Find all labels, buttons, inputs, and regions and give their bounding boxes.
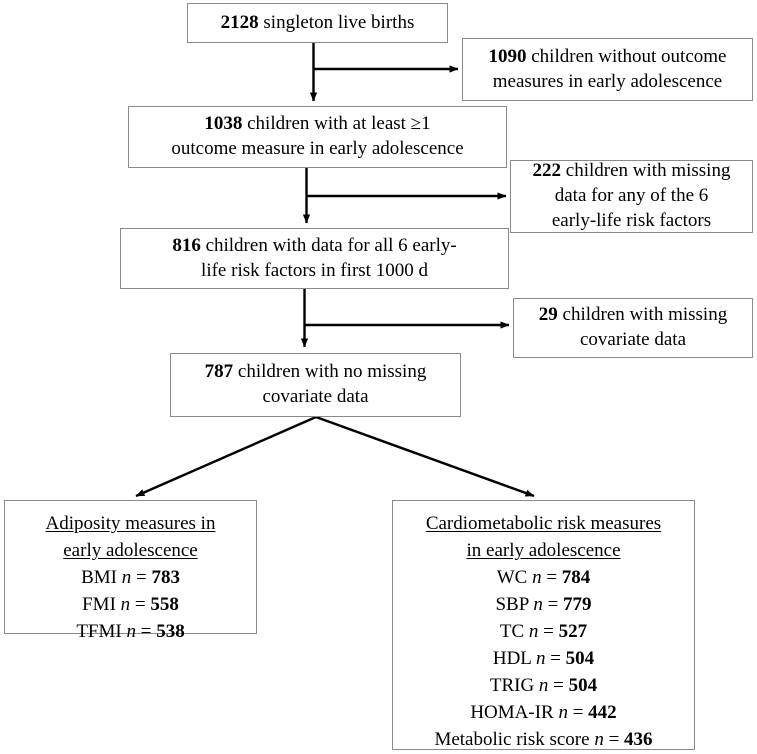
measure-label: Metabolic risk score — [434, 728, 590, 750]
cardiometabolic-heading-line-2: in early adolescence — [466, 539, 621, 561]
node-adiposity-measures: Adiposity measures in early adolescence … — [4, 500, 257, 642]
measure-label: HOMA-IR — [470, 701, 554, 723]
cardiometabolic-measure-row: TRIG n = 504 — [490, 673, 597, 700]
equals-sign: = — [541, 566, 562, 588]
node-text-line-2: covariate data — [262, 386, 369, 407]
count-value: 29 — [538, 304, 558, 326]
equals-sign: = — [538, 620, 559, 642]
count-label: children with missing — [561, 160, 731, 182]
count-label: children with at least ≥1 — [242, 113, 431, 135]
node-text-line-1: 29 children with missing — [539, 303, 727, 328]
node-children-missing-covariate: 29 children with missing covariate data — [513, 298, 753, 358]
measure-count: 442 — [588, 701, 617, 723]
node-text-line-2: covariate data — [579, 329, 686, 350]
edge-to-cardiometabolic-box — [315, 415, 535, 498]
node-children-all-risk-factors: 816 children with data for all 6 early- … — [120, 228, 509, 289]
measure-label: TFMI — [76, 620, 122, 642]
n-symbol: n — [535, 647, 546, 669]
n-symbol: n — [594, 728, 604, 750]
n-symbol: n — [126, 620, 136, 642]
count-label: children with no missing — [233, 361, 427, 383]
measure-count: 504 — [568, 674, 598, 696]
node-text-line-1: 222 children with missing — [533, 159, 731, 184]
node-children-no-missing-covariate: 787 children with no missing covariate d… — [170, 353, 461, 417]
adiposity-heading-line-2: early adolescence — [63, 539, 198, 561]
n-symbol: n — [121, 566, 132, 588]
count-value: 222 — [532, 160, 562, 182]
cardiometabolic-measure-row: SBP n = 779 — [495, 592, 591, 619]
measure-count: 784 — [561, 566, 591, 588]
count-value: 1038 — [204, 113, 243, 135]
adiposity-measure-row: BMI n = 783 — [81, 565, 180, 592]
n-symbol: n — [528, 620, 539, 642]
measure-count: 436 — [624, 728, 653, 750]
node-cardiometabolic-measures: Cardiometabolic risk measures in early a… — [392, 500, 695, 750]
measure-count: 504 — [565, 647, 595, 669]
node-singleton-live-births: 2128 singleton live births — [187, 3, 448, 43]
count-label: children with missing — [557, 304, 728, 326]
measure-count: 779 — [563, 593, 592, 615]
n-symbol: n — [558, 701, 568, 723]
count-value: 787 — [204, 361, 234, 383]
count-value: 816 — [172, 234, 201, 256]
equals-sign: = — [567, 701, 589, 723]
cardiometabolic-heading-line-1: Cardiometabolic risk measures — [425, 513, 662, 534]
cardiometabolic-measure-row: HDL n = 504 — [493, 646, 594, 673]
count-value: 2128 — [220, 11, 259, 33]
count-label: children with data for all 6 early- — [200, 234, 457, 256]
equals-sign: = — [130, 593, 151, 615]
node-text-line-2: data for any of the 6 — [554, 185, 709, 207]
equals-sign: = — [603, 728, 625, 750]
node-text-line-1: 1038 children with at least ≥1 — [204, 112, 430, 137]
node-text-line-1: 787 children with no missing — [205, 360, 427, 385]
cardiometabolic-measure-row: WC n = 784 — [497, 565, 591, 592]
n-symbol: n — [538, 674, 549, 696]
measure-label: TC — [499, 620, 525, 642]
count-label: children without outcome — [526, 45, 727, 67]
node-text-line-2: outcome measure in early adolescence — [171, 138, 464, 159]
n-symbol: n — [120, 593, 131, 615]
node-text: 2128 singleton live births — [221, 11, 415, 36]
measure-count: 527 — [558, 620, 588, 642]
count-value: 1090 — [488, 45, 527, 67]
measure-count: 783 — [151, 566, 180, 588]
equals-sign: = — [542, 593, 564, 615]
measure-count: 538 — [156, 620, 185, 642]
cardiometabolic-measure-row: TC n = 527 — [500, 619, 587, 646]
node-children-without-outcome: 1090 children without outcome measures i… — [462, 38, 753, 101]
node-children-missing-risk-factors: 222 children with missing data for any o… — [510, 160, 753, 233]
n-symbol: n — [533, 593, 543, 615]
adiposity-measure-row: FMI n = 558 — [82, 592, 179, 619]
cardiometabolic-measure-row: Metabolic risk score n = 436 — [434, 727, 652, 754]
node-text-line-1: 816 children with data for all 6 early- — [172, 234, 456, 259]
measure-label: HDL — [492, 647, 532, 669]
node-children-with-outcome: 1038 children with at least ≥1 outcome m… — [128, 106, 507, 168]
equals-sign: = — [548, 674, 569, 696]
n-symbol: n — [532, 566, 542, 588]
measure-count: 558 — [150, 593, 179, 615]
measure-label: SBP — [495, 593, 529, 615]
adiposity-heading-line-1: Adiposity measures in — [45, 513, 216, 534]
equals-sign: = — [545, 647, 566, 669]
node-text-line-3: early-life risk factors — [551, 209, 712, 231]
measure-label: TRIG — [489, 674, 535, 696]
measure-label: WC — [496, 566, 528, 588]
node-text-line-2: measures in early adolescence — [492, 70, 723, 92]
measure-label: BMI — [81, 566, 117, 588]
count-label: singleton live births — [258, 11, 415, 33]
edge-to-adiposity-box — [135, 415, 317, 498]
equals-sign: = — [135, 620, 157, 642]
node-text-line-2: life risk factors in first 1000 d — [201, 259, 428, 281]
measure-label: FMI — [82, 593, 116, 615]
node-text-line-1: 1090 children without outcome — [489, 45, 727, 70]
cardiometabolic-measure-row: HOMA-IR n = 442 — [470, 700, 616, 727]
equals-sign: = — [131, 566, 152, 588]
adiposity-measure-row: TFMI n = 538 — [76, 619, 184, 646]
